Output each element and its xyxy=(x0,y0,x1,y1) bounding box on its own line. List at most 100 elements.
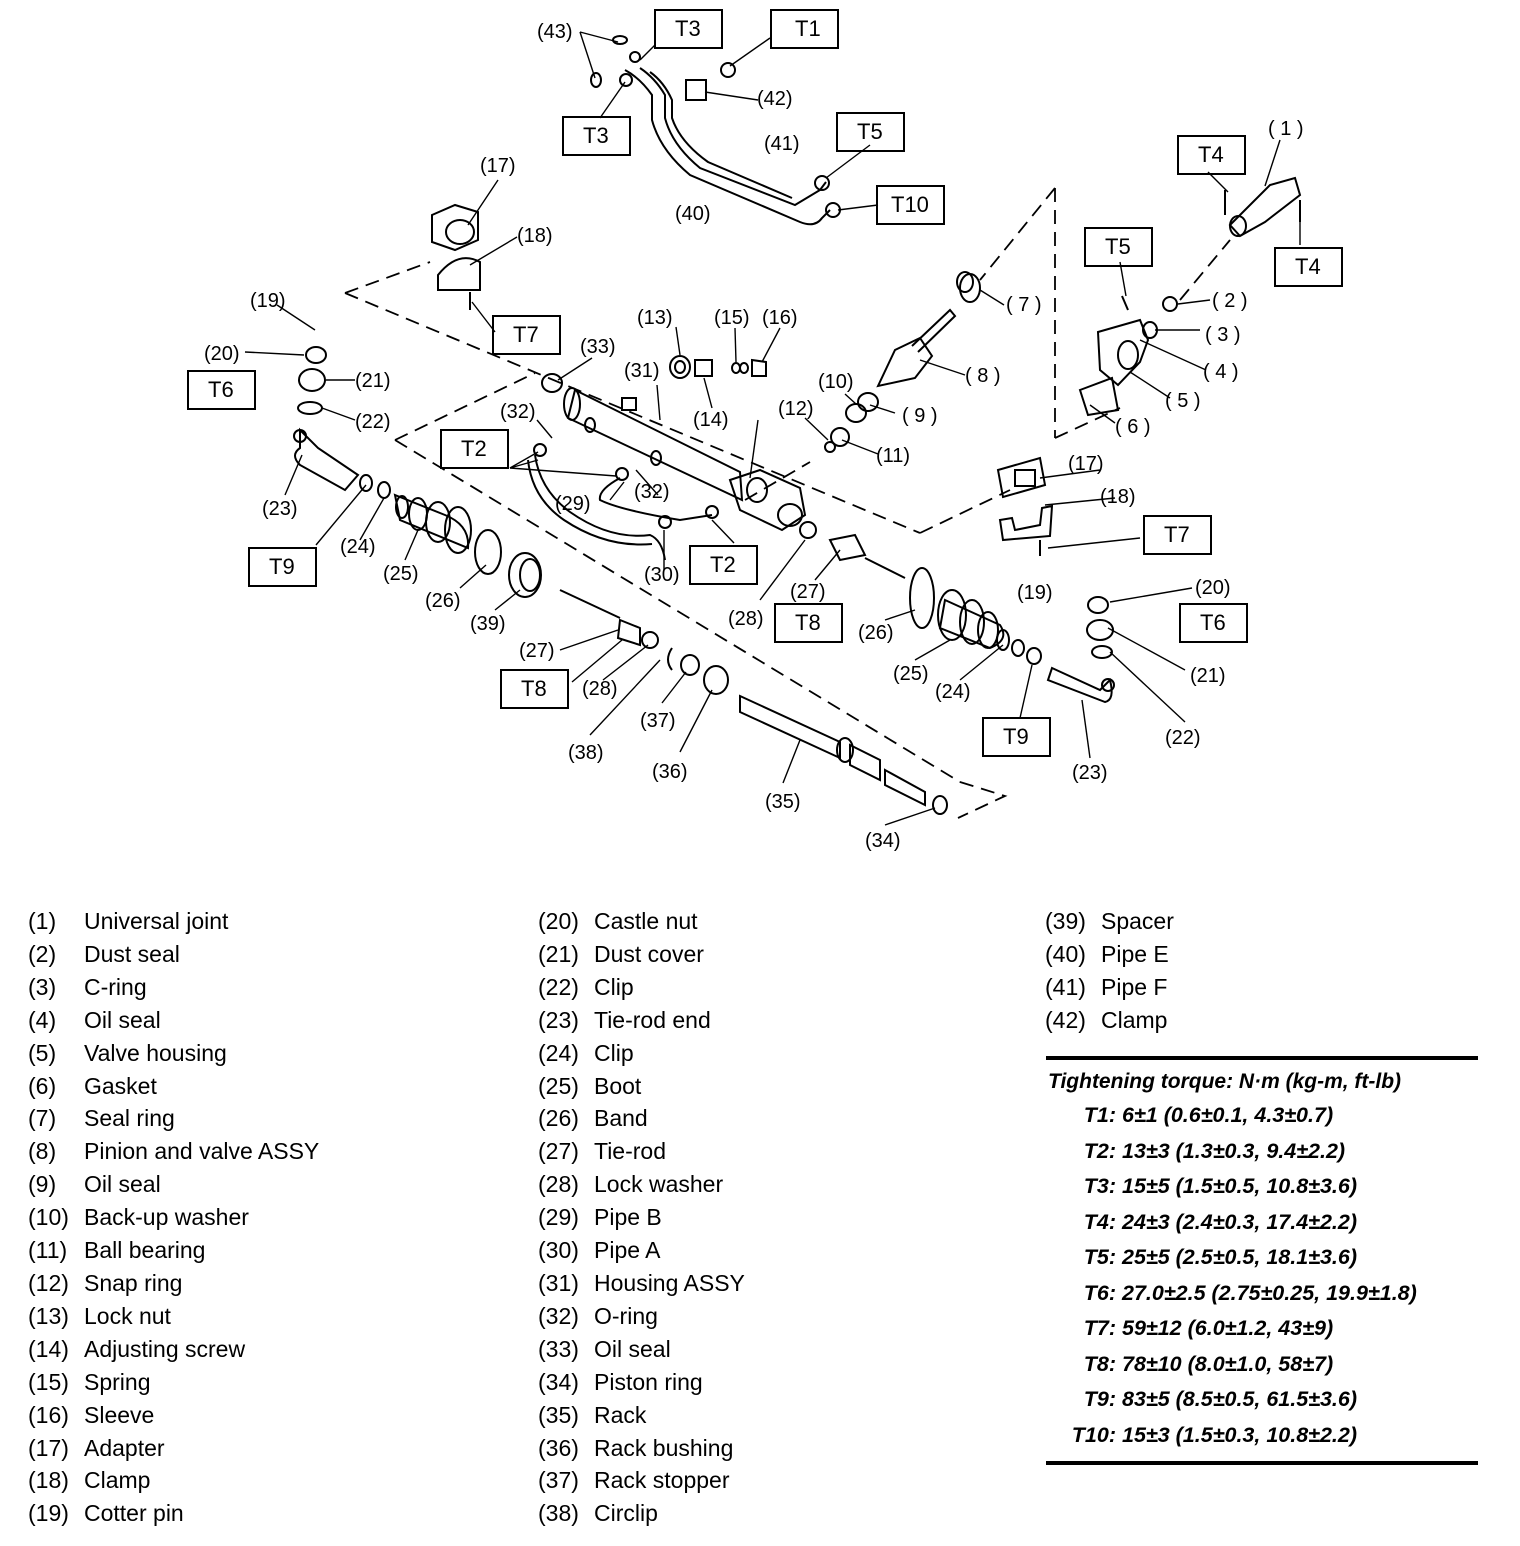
legend-item-name: Tie-rod end xyxy=(594,1006,711,1033)
callout-11: (11) xyxy=(876,445,910,467)
callout-1: ( 1 ) xyxy=(1268,118,1304,140)
legend-item-name: Pipe A xyxy=(594,1237,661,1264)
legend-item-number: (33) xyxy=(538,1335,579,1362)
legend-item-number: (26) xyxy=(538,1105,579,1132)
torque-boxes xyxy=(187,9,1343,757)
legend-item-name: Adjusting screw xyxy=(84,1335,246,1362)
legend-item: (20) Castle nut xyxy=(538,905,745,938)
callout-36: (36) xyxy=(652,761,688,783)
legend-item-number: (7) xyxy=(28,1105,57,1132)
adjusting-screw-group xyxy=(669,355,767,379)
legend-item-name: Circlip xyxy=(594,1500,658,1527)
legend-item: (10)Back-up washer xyxy=(28,1201,319,1234)
legend-item-name: Rack bushing xyxy=(594,1434,734,1461)
legend-item-number: (36) xyxy=(538,1434,579,1461)
callout-13: (13) xyxy=(637,307,673,329)
callout-19-right: (19) xyxy=(1017,582,1053,604)
legend-item-number: (8) xyxy=(28,1138,57,1165)
callout-27-left: (27) xyxy=(519,640,555,662)
legend-item: (9)Oil seal xyxy=(28,1168,319,1201)
torque-key: T4: xyxy=(1083,1209,1116,1234)
legend-item: (39)Spacer xyxy=(1045,905,1174,938)
adapter-clamp-right xyxy=(996,456,1054,556)
legend-item-number: (32) xyxy=(538,1302,579,1329)
legend-item-name: Universal joint xyxy=(84,908,229,934)
legend-item-number: (30) xyxy=(538,1237,579,1264)
t7-label-right: T7 xyxy=(1164,522,1190,547)
legend-item-number: (37) xyxy=(538,1467,579,1494)
torque-row: T3:15±5 (1.5±0.5, 10.8±3.6) xyxy=(1046,1169,1478,1205)
callout-25-left: (25) xyxy=(383,563,419,585)
t7-label-left: T7 xyxy=(513,322,539,347)
callout-43: (43) xyxy=(537,21,573,43)
legend-item-name: Dust cover xyxy=(594,940,704,967)
legend-item-name: Lock nut xyxy=(84,1302,171,1329)
callout-4: ( 4 ) xyxy=(1203,361,1239,383)
torque-value: 59±12 (6.0±1.2, 43±9) xyxy=(1122,1316,1334,1340)
legend-item-number: (20) xyxy=(538,908,579,934)
t3-label-bottom: T3 xyxy=(583,123,609,148)
callout-37: (37) xyxy=(640,710,676,732)
callout-23-left: (23) xyxy=(262,498,298,520)
legend-item-number: (15) xyxy=(28,1368,69,1395)
legend-item: (1) Universal joint xyxy=(28,905,319,938)
legend-item-name: Pipe F xyxy=(1101,973,1168,1000)
torque-value: 24±3 (2.4±0.3, 17.4±2.2) xyxy=(1122,1209,1358,1234)
callout-27-mid: (27) xyxy=(790,581,826,603)
legend-item: (41)Pipe F xyxy=(1045,971,1174,1004)
legend-item-name: Spring xyxy=(84,1368,151,1395)
callout-6: ( 6 ) xyxy=(1115,416,1151,438)
legend-item-name: Piston ring xyxy=(594,1368,703,1395)
legend-item-number: (16) xyxy=(28,1401,69,1428)
callout-21-right: (21) xyxy=(1190,665,1226,687)
legend-item: (35)Rack xyxy=(538,1399,745,1432)
callout-3: ( 3 ) xyxy=(1205,324,1241,346)
legend-item-number: (42) xyxy=(1045,1006,1086,1033)
housing-assy xyxy=(541,373,807,532)
callout-32-left: (32) xyxy=(500,401,536,423)
torque-box-labels: T3 T1 T3 T5 T10 T4 T4 T5 T7 T6 T2 T2 T9 … xyxy=(208,16,1321,749)
legend-item-name: Clip xyxy=(594,1039,634,1066)
t2-label-left: T2 xyxy=(461,436,487,461)
legend-item: (22)Clip xyxy=(538,971,745,1004)
tie-rod-end-right xyxy=(1086,596,1114,659)
torque-row: T1:6±1 (0.6±0.1, 4.3±0.7) xyxy=(1046,1098,1478,1134)
callout-17-left: (17) xyxy=(480,155,516,177)
torque-key: T10: xyxy=(1071,1422,1116,1447)
rack-group xyxy=(559,589,948,815)
callout-25-right: (25) xyxy=(893,663,929,685)
torque-value: 78±10 (8.0±1.0, 58±7) xyxy=(1122,1351,1334,1376)
torque-key: T5: xyxy=(1083,1245,1116,1269)
callout-42: (42) xyxy=(757,88,793,110)
callout-24-right: (24) xyxy=(935,681,971,703)
torque-value: 6±1 (0.6±0.1, 4.3±0.7) xyxy=(1122,1103,1334,1127)
callout-20-right: (20) xyxy=(1195,577,1231,599)
legend-item-number: (39) xyxy=(1045,908,1086,934)
legend-item: (3)C-ring xyxy=(28,971,319,1004)
legend-item-number: (31) xyxy=(538,1269,579,1296)
torque-key: T7: xyxy=(1083,1316,1116,1340)
legend-item-number: (34) xyxy=(538,1368,579,1395)
legend-item-number: (6) xyxy=(28,1072,57,1099)
t2-label-bottom: T2 xyxy=(710,552,736,577)
legend-item-number: (29) xyxy=(538,1204,579,1231)
callout-17-right: (17) xyxy=(1068,453,1104,475)
callout-28-mid: (28) xyxy=(728,608,764,630)
legend-item-number: (1) xyxy=(28,908,57,934)
legend-item-name: Lock washer xyxy=(594,1171,724,1198)
legend-item-name: Pinion and valve ASSY xyxy=(84,1138,320,1165)
legend-item-name: Clamp xyxy=(1101,1006,1168,1033)
legend-item-name: Castle nut xyxy=(594,908,698,934)
callout-28-left: (28) xyxy=(582,678,618,700)
legend-item: (33)Oil seal xyxy=(538,1333,745,1366)
legend-item-number: (18) xyxy=(28,1467,69,1494)
legend-item-number: (2) xyxy=(28,940,57,967)
legend-item: (4)Oil seal xyxy=(28,1004,319,1037)
legend-item: (12)Snap ring xyxy=(28,1267,319,1300)
legend-item-number: (4) xyxy=(28,1006,57,1033)
torque-rows: T1:6±1 (0.6±0.1, 4.3±0.7)T2:13±3 (1.3±0.… xyxy=(1046,1098,1478,1453)
legend-item: (24)Clip xyxy=(538,1037,745,1070)
legend-item-number: (21) xyxy=(538,940,579,967)
legend-item-name: Pipe B xyxy=(594,1204,662,1231)
legend-item-name: Clamp xyxy=(84,1467,151,1494)
